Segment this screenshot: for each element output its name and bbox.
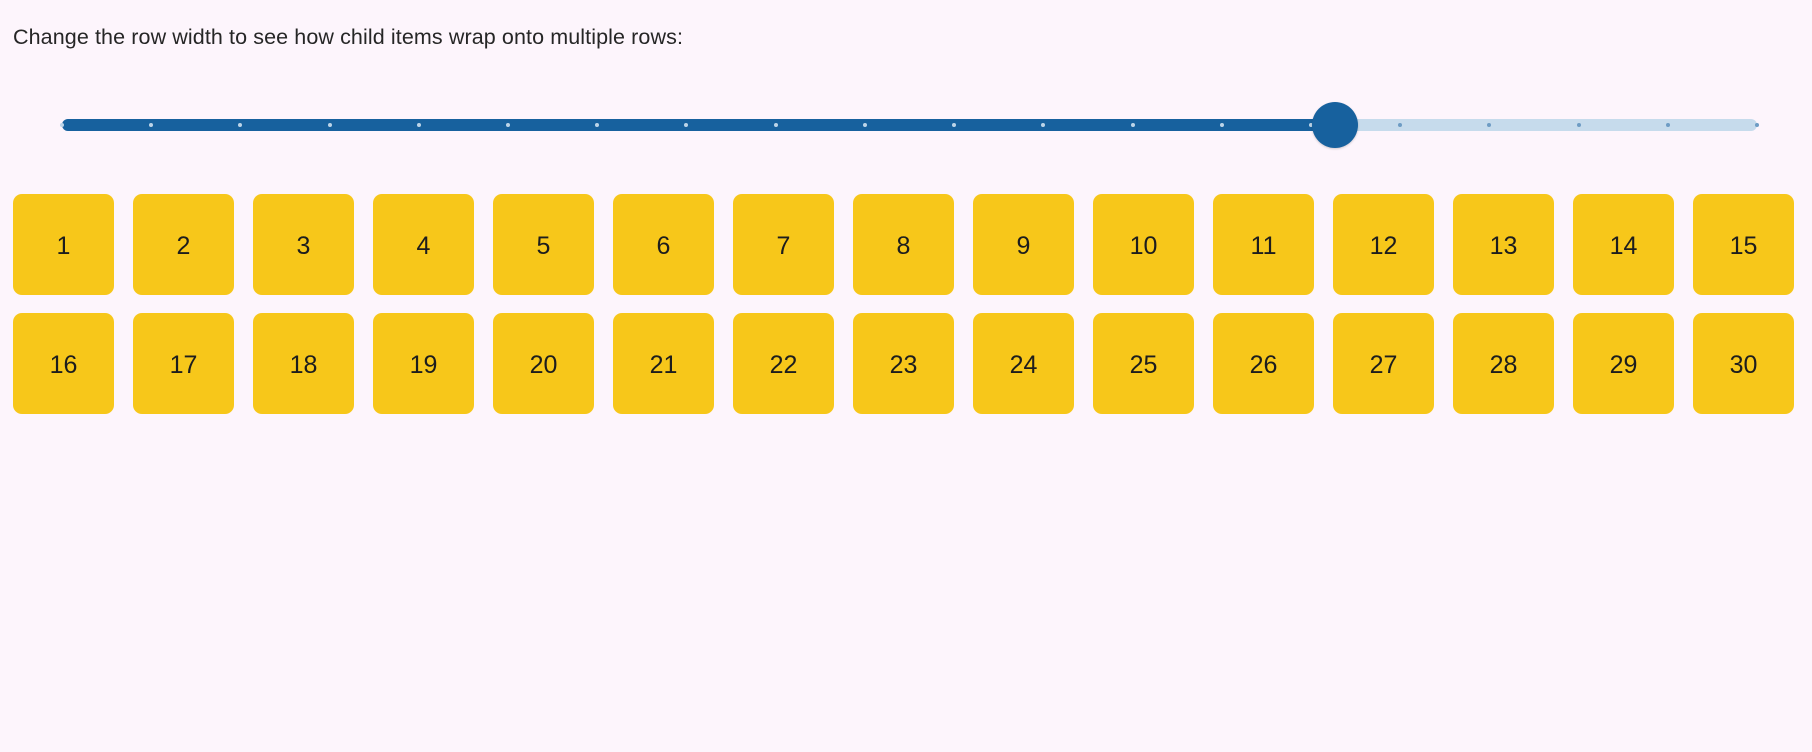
grid-item: 30	[1693, 313, 1794, 414]
slider-tick	[1308, 123, 1313, 127]
grid-item: 15	[1693, 194, 1794, 295]
slider-tick	[862, 123, 867, 127]
slider-tick	[1041, 123, 1046, 127]
grid-item: 23	[853, 313, 954, 414]
grid-item: 3	[253, 194, 354, 295]
slider-tick-marks	[56, 119, 1763, 131]
grid-item: 14	[1573, 194, 1674, 295]
grid-item: 28	[1453, 313, 1554, 414]
grid-item: 19	[373, 313, 474, 414]
row-width-slider[interactable]	[56, 96, 1763, 154]
grid-item: 20	[493, 313, 594, 414]
grid-item: 16	[13, 313, 114, 414]
slider-tick	[1130, 123, 1135, 127]
slider-tick	[506, 123, 511, 127]
slider-tick	[595, 123, 600, 127]
slider-container	[0, 96, 1812, 154]
slider-thumb[interactable]	[1312, 102, 1358, 148]
grid-item: 4	[373, 194, 474, 295]
slider-tick	[60, 123, 64, 127]
grid-item: 11	[1213, 194, 1314, 295]
slider-tick	[1665, 123, 1670, 127]
grid-item: 10	[1093, 194, 1194, 295]
slider-tick	[416, 123, 421, 127]
grid-item: 21	[613, 313, 714, 414]
slider-tick	[149, 123, 154, 127]
slider-tick	[952, 123, 957, 127]
grid-item: 17	[133, 313, 234, 414]
slider-tick	[1755, 123, 1759, 127]
grid-item: 24	[973, 313, 1074, 414]
grid-item: 7	[733, 194, 834, 295]
slider-tick	[1219, 123, 1224, 127]
grid-item: 13	[1453, 194, 1554, 295]
slider-tick	[773, 123, 778, 127]
grid-item: 27	[1333, 313, 1434, 414]
slider-tick	[1398, 123, 1403, 127]
grid-item: 29	[1573, 313, 1674, 414]
slider-tick	[327, 123, 332, 127]
grid-item: 6	[613, 194, 714, 295]
grid-item: 12	[1333, 194, 1434, 295]
grid-item: 18	[253, 313, 354, 414]
instruction-text: Change the row width to see how child it…	[13, 25, 684, 49]
grid-item: 1	[13, 194, 114, 295]
grid-item: 5	[493, 194, 594, 295]
grid-item: 26	[1213, 313, 1314, 414]
slider-track-fill	[62, 119, 1341, 131]
grid-item: 2	[133, 194, 234, 295]
grid-item: 22	[733, 313, 834, 414]
slider-tick	[238, 123, 243, 127]
grid-item: 25	[1093, 313, 1194, 414]
slider-tick	[1487, 123, 1492, 127]
grid-item: 9	[973, 194, 1074, 295]
slider-tick	[684, 123, 689, 127]
grid-item: 8	[853, 194, 954, 295]
slider-tick	[1576, 123, 1581, 127]
